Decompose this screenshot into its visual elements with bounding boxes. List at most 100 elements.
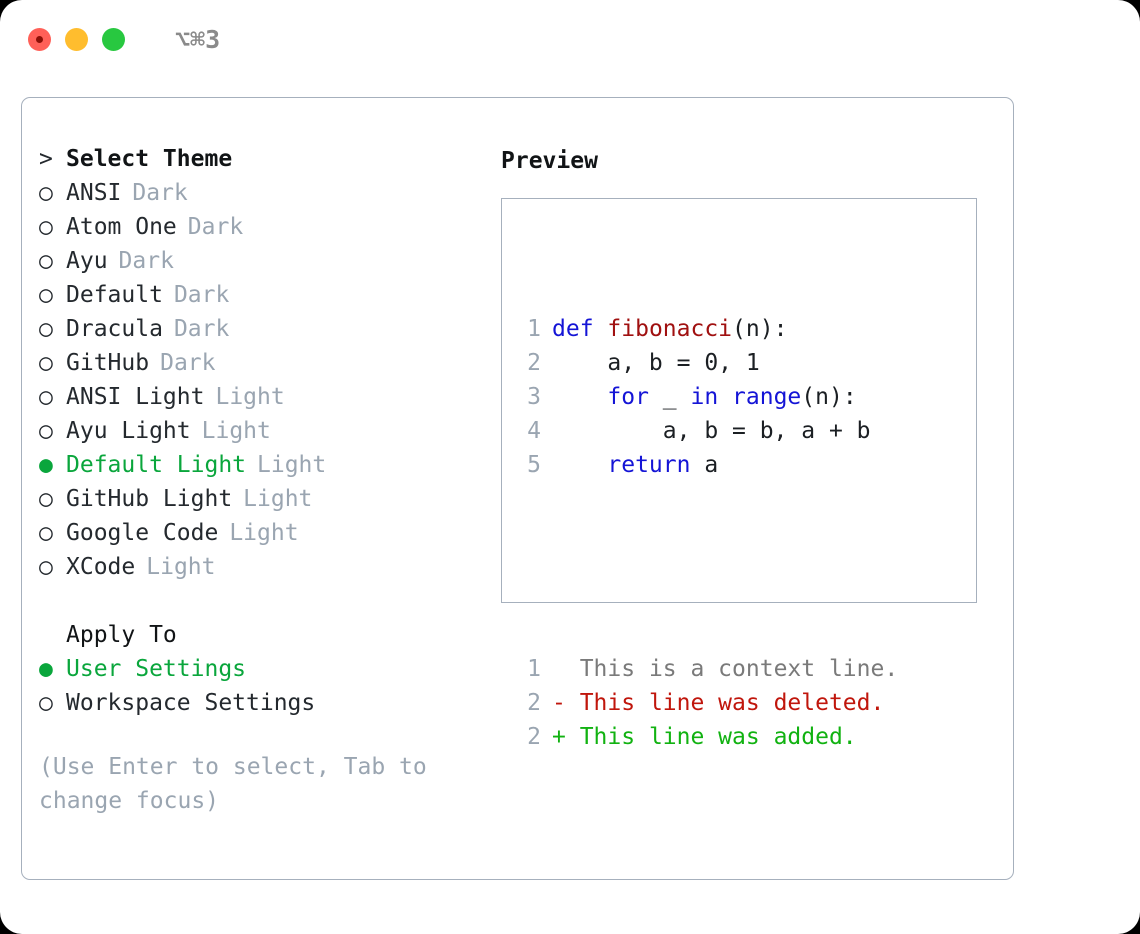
select-theme-header: > Select Theme (39, 146, 479, 180)
apply-to-label: Workspace Settings (66, 690, 316, 716)
code-line: 3 for _ in range(n): (515, 380, 898, 414)
theme-name-label: Atom One (66, 214, 177, 240)
theme-name-label: Google Code (66, 520, 219, 546)
diff-line-number: 1 (527, 656, 541, 682)
theme-list-item[interactable]: ○ Google Code Light (39, 520, 479, 554)
apply-to-label: User Settings (66, 656, 247, 682)
code-line: 5 return a (515, 448, 898, 482)
list-spacer (39, 588, 479, 622)
apply-to-item[interactable]: ○ Workspace Settings (39, 690, 479, 724)
code-token: def (552, 316, 594, 342)
theme-variant-tag: Dark (173, 282, 230, 308)
code-line: 4 a, b = b, a + b (515, 414, 898, 448)
theme-variant-tag: Light (215, 384, 285, 410)
theme-name-label: GitHub Light (66, 486, 233, 512)
code-line-number: 4 (527, 418, 541, 444)
radio-unselected-icon[interactable]: ○ (39, 690, 53, 716)
theme-variant-tag: Light (201, 418, 271, 444)
theme-variant-tag: Dark (132, 180, 188, 206)
preview-title: Preview (501, 148, 598, 174)
theme-variant-tag: Light (243, 486, 313, 512)
theme-variant-tag: Dark (173, 316, 230, 342)
apply-to-item[interactable]: ● User Settings (39, 656, 479, 690)
theme-name-label: ANSI (66, 180, 122, 206)
code-token: range (732, 384, 802, 410)
code-line-number: 3 (527, 384, 541, 410)
code-line-number: 5 (527, 452, 541, 478)
theme-list-item[interactable]: ○ GitHub Light Light (39, 486, 479, 520)
diff-text: This is a context line. (565, 656, 899, 682)
code-line: 2 a, b = 0, 1 (515, 346, 898, 380)
radio-unselected-icon[interactable]: ○ (39, 486, 53, 512)
code-token: a, b = b, a + b (552, 418, 871, 444)
theme-name-label: ANSI Light (66, 384, 205, 410)
radio-unselected-icon[interactable]: ○ (39, 248, 53, 274)
diff-line: 1 This is a context line. (515, 652, 898, 686)
radio-unselected-icon[interactable]: ○ (39, 554, 53, 580)
radio-unselected-icon[interactable]: ○ (39, 350, 53, 376)
theme-name-label: Dracula (66, 316, 163, 342)
code-token: for (607, 384, 649, 410)
diff-sign (552, 656, 566, 682)
theme-list-item[interactable]: ○ ANSI Dark (39, 180, 479, 214)
minimize-button-icon[interactable] (65, 27, 88, 51)
code-token: in (690, 384, 719, 410)
theme-variant-tag: Light (229, 520, 299, 546)
theme-list-item[interactable]: ○ Dracula Dark (39, 316, 479, 350)
code-token (718, 384, 732, 410)
diff-sign: + (552, 724, 566, 750)
theme-list-item[interactable]: ○ ANSI Light Light (39, 384, 479, 418)
keyboard-hint-text: (Use Enter to select, Tab to change focu… (39, 754, 427, 814)
theme-variant-tag: Dark (187, 214, 244, 240)
theme-variant-tag: Light (257, 452, 327, 478)
radio-unselected-icon[interactable]: ○ (39, 214, 53, 240)
radio-unselected-icon[interactable]: ○ (39, 282, 53, 308)
keyboard-shortcut-label: ⌥⌘3 (175, 24, 221, 54)
theme-name-label: Ayu Light (66, 418, 191, 444)
zoom-button-icon[interactable] (102, 27, 125, 51)
radio-unselected-icon[interactable]: ○ (39, 384, 53, 410)
radio-selected-icon[interactable]: ● (39, 656, 53, 682)
theme-list-item[interactable]: ○ Atom One Dark (39, 214, 479, 248)
section-title-select-theme: Select Theme (66, 146, 233, 172)
apply-to-header-indent: ○ (39, 622, 66, 648)
theme-variant-tag: Dark (160, 350, 216, 376)
theme-list-item[interactable]: ○ Ayu Light Light (39, 418, 479, 452)
code-token (552, 452, 607, 478)
diff-line-number: 2 (527, 724, 541, 750)
radio-unselected-icon[interactable]: ○ (39, 316, 53, 342)
radio-unselected-icon[interactable]: ○ (39, 180, 53, 206)
diff-lines: 1 This is a context line. 2- This line wa… (515, 652, 898, 754)
prompt-caret-icon: > (39, 146, 53, 172)
diff-text: This line was added. (565, 724, 857, 750)
theme-variant-tag: Dark (118, 248, 174, 274)
code-token (594, 316, 608, 342)
theme-list-item[interactable]: ○ Default Dark (39, 282, 479, 316)
theme-name-label: Default (66, 282, 163, 308)
radio-unselected-icon[interactable]: ○ (39, 520, 53, 546)
code-token: fibonacci (607, 316, 733, 342)
section-title-apply-to: Apply To (66, 622, 177, 648)
radio-selected-icon[interactable]: ● (39, 452, 53, 478)
code-token: (n): (801, 384, 857, 410)
code-blank-line (515, 550, 898, 584)
diff-line: 2 + This line was added. (515, 720, 898, 754)
radio-unselected-icon[interactable]: ○ (39, 418, 53, 444)
theme-variant-tag: Light (146, 554, 216, 580)
close-button-icon[interactable] (28, 27, 51, 51)
code-token: a (690, 452, 719, 478)
diff-sign: - (552, 690, 566, 716)
